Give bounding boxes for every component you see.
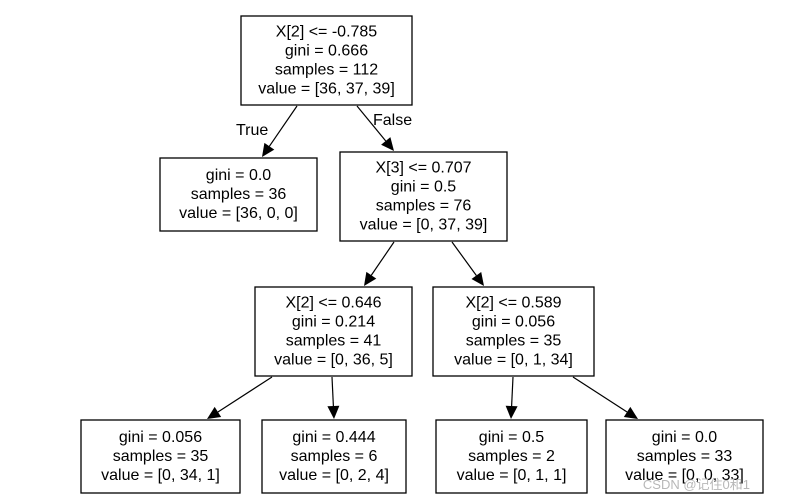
node-text-line: gini = 0.0 xyxy=(206,167,271,184)
tree-node-n6: gini = 0.444 samples = 6 value = [0, 2, 4] xyxy=(261,419,407,494)
node-text-line: value = [36, 0, 0] xyxy=(179,205,298,222)
edge-line xyxy=(268,105,298,147)
edge-n3-n5 xyxy=(207,376,273,419)
edge-n0-n2: False xyxy=(356,105,412,151)
node-text-line: samples = 76 xyxy=(376,198,472,215)
arrowhead-icon xyxy=(505,405,518,419)
edge-line xyxy=(511,376,514,407)
node-text-line: samples = 112 xyxy=(275,62,378,79)
node-text-line: gini = 0.214 xyxy=(292,314,375,331)
node-text-line: X[2] <= 0.589 xyxy=(465,295,561,312)
edge-label: True xyxy=(236,122,268,139)
node-text-line: gini = 0.5 xyxy=(479,429,544,446)
arrowhead-icon xyxy=(364,271,377,286)
node-text-line: samples = 33 xyxy=(637,448,733,465)
node-box xyxy=(159,157,318,232)
node-text-line: value = [36, 37, 39] xyxy=(258,81,395,98)
node-text-line: samples = 35 xyxy=(113,448,209,465)
tree-node-n8: gini = 0.0 samples = 33 value = [0, 0, 33] xyxy=(605,419,764,494)
tree-node-n3: X[2] <= 0.646 gini = 0.214 samples = 41 val… xyxy=(254,286,413,377)
arrowhead-icon xyxy=(262,142,275,157)
node-text-line: value = [0, 0, 33] xyxy=(625,467,744,484)
node-box xyxy=(605,419,764,494)
node-text-line: X[2] <= -0.785 xyxy=(276,24,378,41)
edge-n2-n4 xyxy=(451,241,484,286)
edge-n2-n3 xyxy=(364,241,395,286)
node-box xyxy=(240,15,413,106)
tree-node-n7: gini = 0.5 samples = 2 value = [0, 1, 1] xyxy=(435,419,588,494)
edge-n4-n7 xyxy=(505,376,518,419)
edge-n4-n8 xyxy=(572,376,638,419)
arrowhead-icon xyxy=(381,137,394,151)
node-text-line: X[2] <= 0.646 xyxy=(285,295,381,312)
node-text-line: gini = 0.666 xyxy=(285,43,368,60)
edge-n0-n1: True xyxy=(236,105,298,157)
arrowhead-icon xyxy=(207,406,222,419)
node-text-line: X[3] <= 0.707 xyxy=(375,160,471,177)
nodes-layer: X[2] <= -0.785 gini = 0.666 samples = 112 v… xyxy=(80,15,764,494)
node-text-line: gini = 0.5 xyxy=(391,179,456,196)
node-text-line: samples = 2 xyxy=(468,448,555,465)
node-box xyxy=(261,419,407,494)
node-text-line: gini = 0.444 xyxy=(292,429,375,446)
edge-line xyxy=(572,376,628,413)
node-text-line: value = [0, 2, 4] xyxy=(279,467,389,484)
node-text-line: value = [0, 34, 1] xyxy=(101,467,220,484)
tree-node-n1: gini = 0.0 samples = 36 value = [36, 0, 0] xyxy=(159,157,318,232)
node-text-line: gini = 0.056 xyxy=(472,314,555,331)
edge-label: False xyxy=(373,112,412,129)
node-text-line: value = [0, 1, 34] xyxy=(454,352,573,369)
edges-layer: True False xyxy=(207,105,638,419)
node-box xyxy=(339,151,508,242)
node-text-line: samples = 6 xyxy=(291,448,378,465)
watermark-text: CSDN @记住0和1 xyxy=(642,477,750,492)
node-box xyxy=(435,419,588,494)
edge-line xyxy=(331,376,334,407)
arrowhead-icon xyxy=(623,406,638,419)
tree-node-n5: gini = 0.056 samples = 35 value = [0, 34, … xyxy=(80,419,241,494)
tree-node-n4: X[2] <= 0.589 gini = 0.056 samples = 35 val… xyxy=(432,286,595,377)
node-text-line: gini = 0.056 xyxy=(119,429,202,446)
tree-node-n0: X[2] <= -0.785 gini = 0.666 samples = 112 v… xyxy=(240,15,413,106)
node-text-line: value = [0, 36, 5] xyxy=(274,352,393,369)
node-text-line: samples = 36 xyxy=(191,186,287,203)
arrowhead-icon xyxy=(327,405,340,419)
node-box xyxy=(80,419,241,494)
edge-line xyxy=(370,241,395,276)
arrowhead-icon xyxy=(471,271,484,286)
node-text-line: gini = 0.0 xyxy=(652,429,717,446)
edge-line xyxy=(451,241,477,276)
node-text-line: samples = 35 xyxy=(466,333,562,350)
node-text-line: samples = 41 xyxy=(286,333,382,350)
edge-line xyxy=(356,105,387,142)
node-text-line: value = [0, 37, 39] xyxy=(360,217,488,234)
edge-line xyxy=(217,376,273,413)
edge-n3-n6 xyxy=(327,376,340,419)
node-box xyxy=(254,286,413,377)
node-text-line: value = [0, 1, 1] xyxy=(457,467,567,484)
node-box xyxy=(432,286,595,377)
tree-node-n2: X[3] <= 0.707 gini = 0.5 samples = 76 value… xyxy=(339,151,508,242)
